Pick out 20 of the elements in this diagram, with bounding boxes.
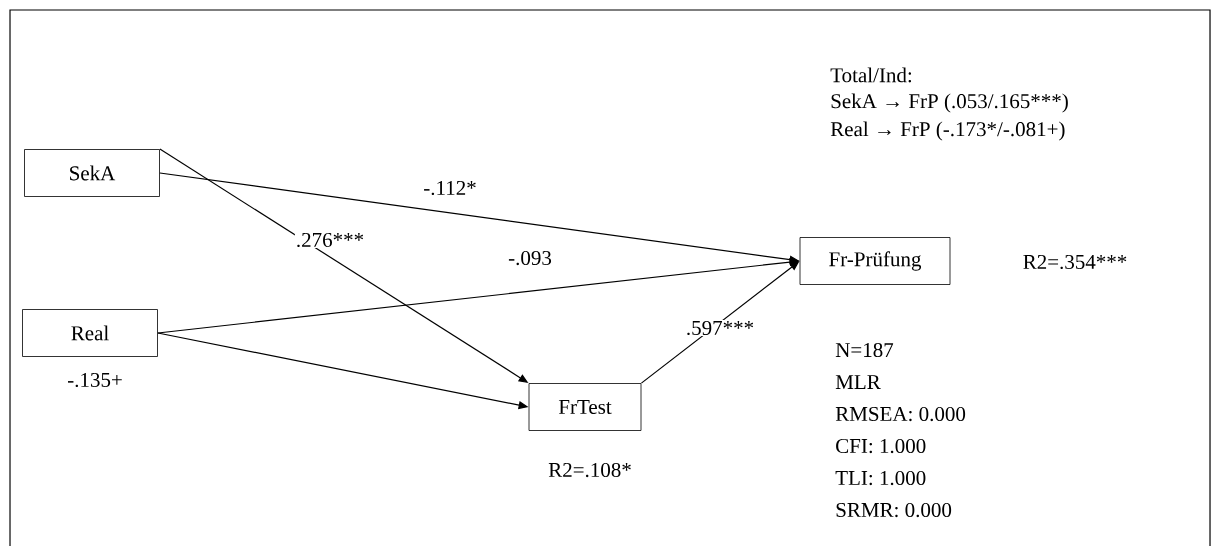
variable-box: SekA [24,149,160,197]
coefficient-label: .276*** [294,231,366,249]
r-squared-label: R2=.108* [548,462,631,478]
variable-box: Fr-Prüfung [799,237,951,285]
fit-statistics-note: CFI: 1.000 [836,438,926,454]
indirect-effects-note: Total/Ind: [830,67,912,83]
variable-box: Real [22,309,158,357]
coefficient-label: -.135+ [66,371,124,389]
indirect-effects-note: SekA → FrP (.053/.165***) [831,93,1068,113]
coefficient-label: .597*** [684,319,756,337]
fit-statistics-note: N=187 [835,342,894,358]
fit-statistics-note: SRMR: 0.000 [836,502,952,518]
coefficient-label: -.112* [422,179,478,197]
r-squared-label: R2=.354*** [1023,254,1127,270]
coefficient-label: -.093 [507,249,553,267]
variable-box: FrTest [528,383,642,431]
indirect-effects-note: Real → FrP (-.173*/-.081+) [830,121,1065,141]
fit-statistics-note: TLI: 1.000 [835,470,926,486]
fit-statistics-note: MLR [835,375,881,389]
fit-statistics-note: RMSEA: 0.000 [835,406,966,422]
